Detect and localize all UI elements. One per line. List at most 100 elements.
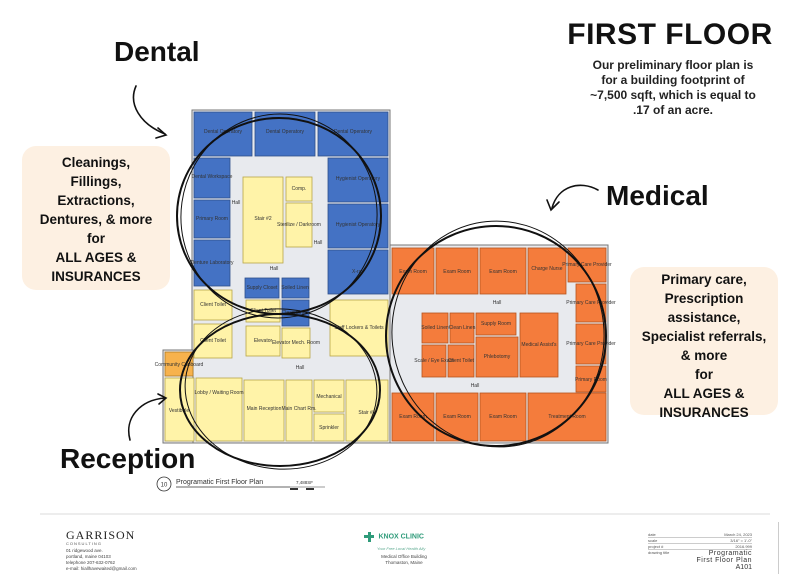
clinic-project: Medical Office Building Thomaston, Maine [364, 554, 444, 566]
service-line: INSURANCES [659, 405, 749, 420]
room-label: Client Toilet [250, 308, 276, 314]
room-community-cupboard [164, 351, 194, 377]
room-label: Hygienist Operatory [336, 176, 381, 182]
room-label: Sprinkler [319, 425, 339, 431]
meta-row: drawing title Programatic First Floor Pl… [648, 550, 752, 564]
room-lobby [195, 377, 243, 442]
page-title: FIRST FLOOR [567, 18, 773, 51]
medical-label: Medical [606, 180, 709, 211]
room-label: Dental Operatory [266, 129, 305, 135]
room-label: Main Chart Rm. [281, 406, 316, 412]
service-line: INSURANCES [51, 269, 141, 284]
subtitle-line: Our preliminary floor plan is [592, 58, 754, 72]
drawing-title: Programatic First Floor Plan [696, 550, 752, 564]
reception-circle-stroke [184, 308, 378, 470]
service-line: for [695, 367, 713, 382]
room-label: Medical Assist's [521, 342, 557, 348]
caption-area: 7,488SF [296, 480, 313, 485]
reception-label: Reception [60, 443, 196, 474]
subtitle-line: ~7,500 sqft, which is equal to [590, 88, 756, 102]
room-label: Charge Nurse [531, 266, 562, 272]
medical-rooms [391, 247, 607, 442]
reception-circle [179, 313, 381, 467]
room-label: Dental Workspace [192, 174, 233, 180]
service-line: Fillings, [70, 174, 122, 189]
caption-number: 10 [161, 483, 168, 489]
contact-line: 01 ridgewood ave. [66, 548, 103, 553]
contact-line: telephone 207-632-0762 [66, 560, 116, 565]
service-line: Cleanings, [61, 155, 131, 170]
room-label: Dental Operatory [204, 129, 243, 135]
room-label: Hall [296, 365, 305, 371]
service-line: assistance, [667, 310, 741, 325]
contact-line: e-mail: hiallhavewaited@gmail.com [66, 566, 137, 571]
room-exam-3 [479, 247, 527, 295]
room-label: Hall [471, 383, 480, 389]
room-label: Supply Closet [247, 285, 278, 291]
room-label: Community Cupboard [155, 362, 204, 368]
service-line: Prescription [664, 291, 744, 306]
room-label: Soiled Linen [281, 285, 309, 291]
plan-caption: 10 Programatic First Floor Plan 7,488SF [156, 476, 325, 492]
reception-arrow-head [157, 393, 168, 405]
dental-label: Dental [114, 36, 200, 67]
room-label: Comp. [292, 186, 307, 192]
room-elevator-mech [281, 327, 311, 359]
room-supply-room [475, 312, 517, 336]
meta-value: 3/16" = 1'-0" [730, 538, 752, 543]
firm-subname: CONSULTING [66, 541, 102, 546]
room-pcp-3 [575, 323, 607, 365]
room-label: X-ray [352, 269, 364, 275]
room-exam-2 [435, 247, 479, 295]
room-x-ray [327, 249, 389, 295]
medical-arrow [551, 184, 599, 209]
meta-label: scale [648, 538, 658, 543]
dental-circle-stroke [180, 113, 378, 319]
room-label: Scale / Eye Exam [414, 358, 453, 364]
reception-arrow [127, 397, 166, 441]
room-treatment [527, 392, 607, 442]
meta-value: March 24, 2023 [724, 532, 752, 537]
room-label: Exam Room [489, 269, 517, 275]
room-label: Client Toilet [200, 302, 226, 308]
meta-label: project # [648, 544, 664, 549]
service-line: & more [680, 348, 728, 363]
room-label: Exam Room [489, 414, 517, 420]
room-mechanical [313, 379, 345, 413]
medical-services-card: Primary care, Prescription assistance, S… [630, 267, 778, 420]
room-label: Primary Room [196, 216, 228, 222]
clinic-name: KNOX CLINIC [378, 533, 424, 541]
room-label: Soiled Linen [421, 325, 449, 331]
room-label: Dental Operatory [334, 129, 373, 135]
clinic-tagline: Your Free Local Health Ally [377, 546, 426, 551]
room-dental-workspace [193, 157, 231, 199]
room-label: Elevator Mech. Room [272, 340, 320, 346]
service-line: Specialist referrals, [641, 329, 767, 344]
room-label: Primary Room [575, 377, 607, 383]
meta-row: scale 3/16" = 1'-0" [648, 538, 752, 544]
room-label: Hall [493, 300, 502, 306]
room-label: Main Reception [247, 406, 282, 412]
room-charge-nurse [527, 247, 567, 295]
service-line: ALL AGES & [55, 250, 137, 265]
room-sprinkler [313, 413, 345, 442]
room-label: Primary Care Provider [566, 341, 616, 347]
firm-logo: GARRISON CONSULTING [66, 528, 135, 546]
medical-circle-stroke [391, 220, 605, 448]
room-soiled-linen [281, 277, 310, 299]
room-labels: Dental Operatory Dental Operatory Dental… [155, 129, 616, 431]
room-supply-closet [244, 277, 280, 299]
room-label: Exam Room [443, 269, 471, 275]
room-medical-assist [519, 312, 559, 378]
room-label: Clean Linen [449, 325, 476, 331]
room-label: Exam Room [443, 414, 471, 420]
room-label: Mechanical [316, 394, 341, 400]
meta-label: drawing title [648, 550, 670, 555]
room-label: Primary Care Provider [562, 262, 612, 268]
room-label: Hygienist Operatory [336, 222, 381, 228]
room-exam-6 [479, 392, 527, 442]
room-stair-2 [242, 176, 284, 264]
room-clean-linen-med [449, 312, 475, 344]
room-label: Denture Laboratory [190, 260, 234, 266]
room-scale-eye [421, 344, 447, 378]
